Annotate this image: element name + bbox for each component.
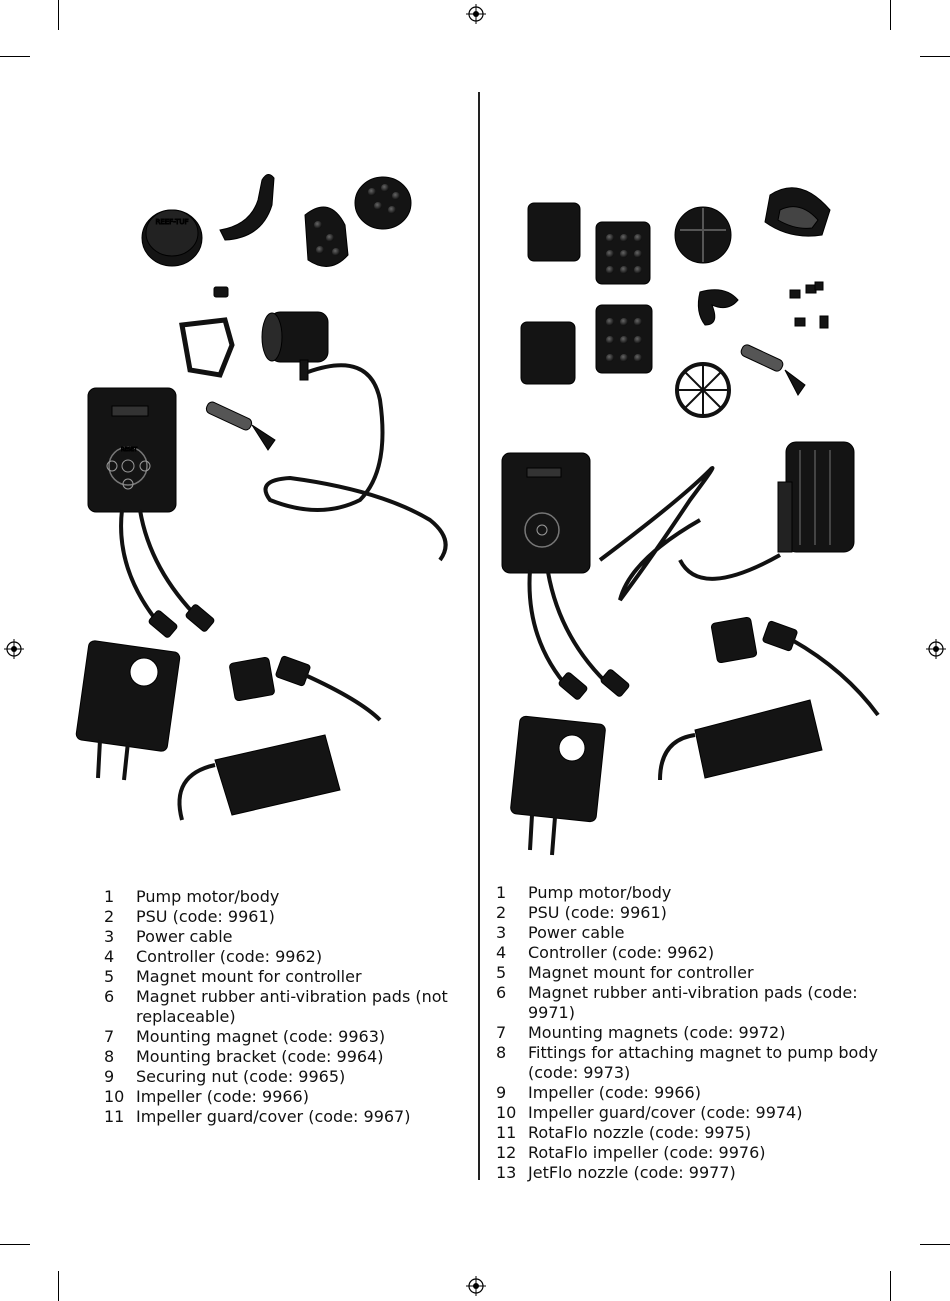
registration-mark-icon [926, 639, 946, 659]
pump-motor-body [261, 311, 329, 381]
crop-mark [0, 1244, 30, 1245]
magnet-mount-right [510, 715, 606, 856]
impeller-guard-right [675, 362, 731, 418]
magnet-mount-plate [527, 202, 581, 262]
crop-mark [58, 0, 59, 30]
crop-mark [890, 1271, 891, 1301]
registration-mark-icon [466, 4, 486, 24]
parts-photo: REEF-TUF RESET [75, 174, 880, 856]
power-cable [263, 363, 448, 562]
registration-mark-icon [4, 639, 24, 659]
nut-brand-label: REEF-TUF [155, 218, 188, 226]
magnet-mount [75, 640, 181, 781]
mounting-bracket [219, 174, 275, 241]
rotaflo-nozzle [674, 206, 732, 264]
rotaflo-impeller [697, 289, 739, 326]
plug [229, 655, 382, 722]
psu [177, 734, 341, 821]
crop-mark [920, 56, 950, 57]
power-cable-right [598, 466, 715, 602]
mounting-magnet-right [520, 321, 576, 385]
controller-reset-label: RESET [121, 447, 138, 453]
crop-mark [920, 1244, 950, 1245]
impeller-guard [179, 317, 235, 378]
controller-cables [119, 509, 202, 627]
registration-mark-icon [466, 1276, 486, 1296]
column-divider [478, 92, 480, 1180]
pump-motor-right [777, 441, 855, 553]
plug-right [710, 616, 880, 717]
crop-mark [890, 0, 891, 30]
impeller [205, 401, 276, 451]
crop-mark [58, 1271, 59, 1301]
controller: RESET [87, 387, 177, 513]
impeller-right [740, 344, 806, 396]
controller-right [501, 452, 591, 574]
psu-right [658, 699, 823, 781]
crop-mark [0, 56, 30, 57]
fittings [789, 281, 829, 329]
nut-small [213, 286, 229, 298]
controller-cables-right [527, 569, 614, 692]
securing-nut: REEF-TUF [141, 209, 203, 267]
